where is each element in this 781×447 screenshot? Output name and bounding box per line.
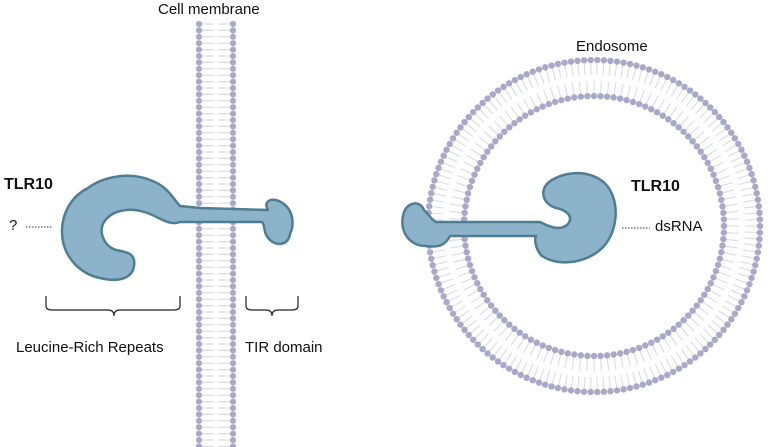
lrr-brace xyxy=(45,296,181,317)
tir-domain-label: TIR domain xyxy=(245,339,323,356)
tlr10-protein-right xyxy=(401,172,617,264)
tlr10-protein-left xyxy=(60,174,294,282)
dsrna-label: dsRNA xyxy=(655,218,703,235)
tlr10-label-right: TLR10 xyxy=(631,178,680,195)
unknown-ligand-label: ? xyxy=(9,217,18,234)
lrr-label: Leucine-Rich Repeats xyxy=(16,339,164,356)
endosome-label: Endosome xyxy=(576,38,648,55)
cell-membrane-bilayer xyxy=(195,20,237,447)
cell-membrane-label: Cell membrane xyxy=(158,1,260,18)
tir-brace xyxy=(245,296,299,317)
tlr10-label-left: TLR10 xyxy=(4,176,53,193)
endosome-bilayer xyxy=(424,56,764,396)
